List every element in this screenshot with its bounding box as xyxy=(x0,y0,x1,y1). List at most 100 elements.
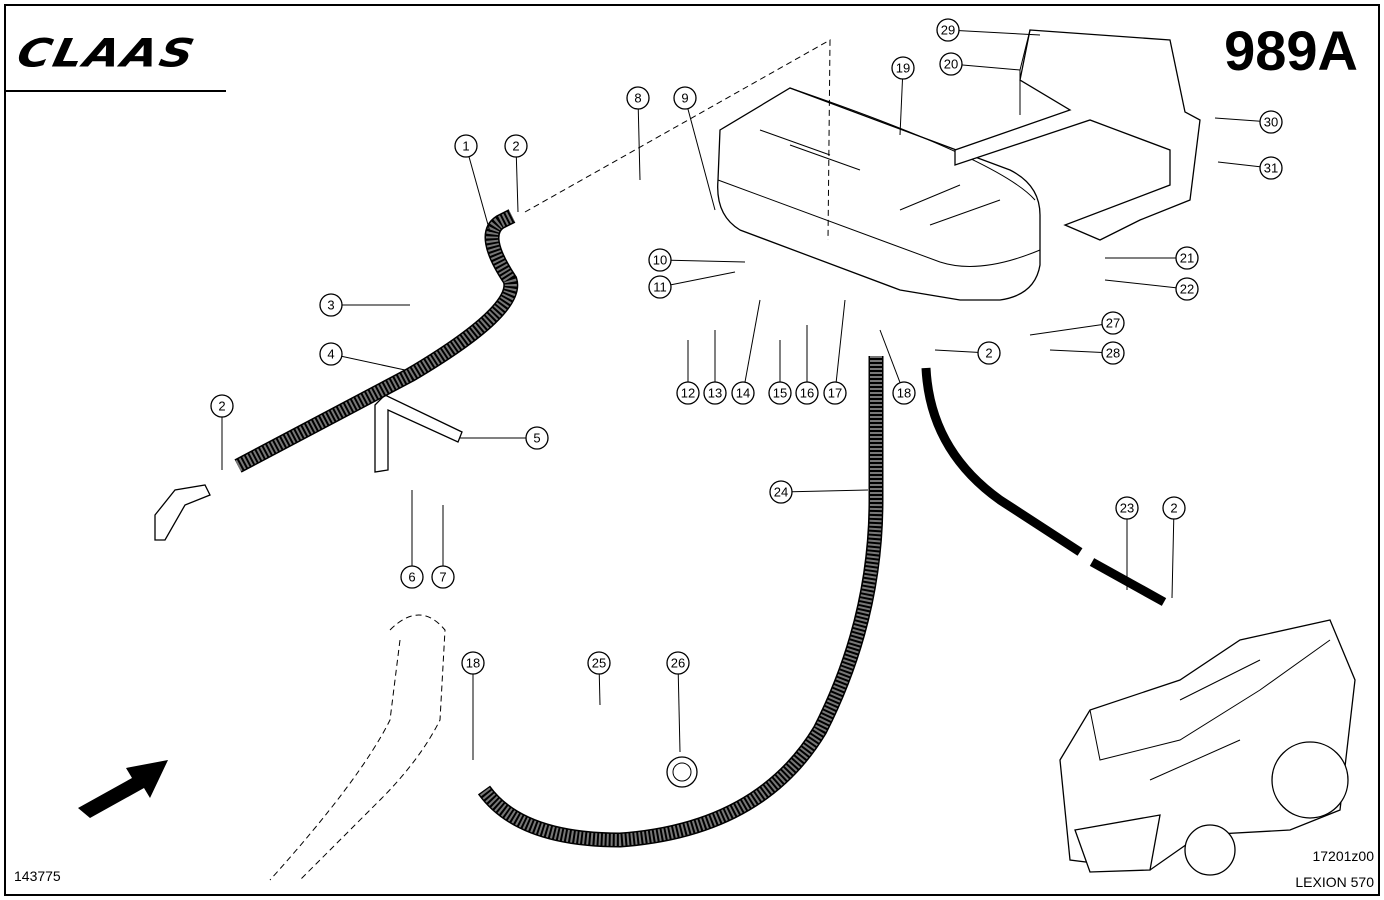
callout-circle xyxy=(319,342,343,366)
leader-line xyxy=(780,489,869,493)
callout-circle xyxy=(891,56,915,80)
callout-label: 12 xyxy=(681,386,695,401)
callout-14: 14 xyxy=(731,299,761,405)
leader-line xyxy=(637,97,641,181)
callout-circle xyxy=(504,134,528,158)
callout-label: 9 xyxy=(681,91,688,106)
leader-line xyxy=(1171,507,1175,599)
callout-6: 6 xyxy=(400,490,424,589)
mounting-bracket xyxy=(954,29,1201,241)
callout-label: 15 xyxy=(773,386,787,401)
callout-label: 26 xyxy=(671,656,685,671)
drawing-frame xyxy=(4,4,1380,896)
hose-1 xyxy=(234,209,519,473)
callout-circle xyxy=(319,293,343,317)
leader-line-dashed xyxy=(524,39,831,241)
callout-label: 3 xyxy=(327,298,334,313)
callout-label: 28 xyxy=(1106,346,1120,361)
callout-label: 14 xyxy=(736,386,750,401)
leader-line xyxy=(834,299,846,394)
callout-label: 30 xyxy=(1264,115,1278,130)
callout-2: 2 xyxy=(1162,496,1186,599)
callout-24: 24 xyxy=(769,480,869,504)
callout-label: 2 xyxy=(512,139,519,154)
callout-circle xyxy=(1175,277,1199,301)
callout-circle xyxy=(1101,341,1125,365)
callout-circle xyxy=(769,480,793,504)
machine-model: LEXION 570 xyxy=(1295,874,1374,890)
callout-circle xyxy=(823,381,847,405)
callout-30: 30 xyxy=(1214,110,1283,134)
callout-label: 21 xyxy=(1180,251,1194,266)
callout-circle xyxy=(626,86,650,110)
leader-line xyxy=(330,353,406,371)
callout-label: 20 xyxy=(944,57,958,72)
callout-circle xyxy=(1101,311,1125,335)
callout-circle xyxy=(676,381,700,405)
callout-7: 7 xyxy=(431,505,455,589)
callout-16: 16 xyxy=(795,325,819,405)
callout-9: 9 xyxy=(673,86,716,211)
logo-divider xyxy=(4,90,226,92)
callout-label: 2 xyxy=(985,346,992,361)
callout-circle xyxy=(892,381,916,405)
callout-label: 19 xyxy=(896,61,910,76)
leader-line xyxy=(659,259,746,263)
callout-17: 17 xyxy=(823,299,847,405)
callout-circle xyxy=(768,381,792,405)
callout-26: 26 xyxy=(666,651,690,753)
leader-line xyxy=(1104,279,1188,290)
callout-circle xyxy=(1115,496,1139,520)
bracket-5 xyxy=(374,394,463,473)
callout-label: 17 xyxy=(828,386,842,401)
sensor-fitting xyxy=(154,484,211,541)
callout-label: 11 xyxy=(653,280,667,295)
callout-circle xyxy=(1259,156,1283,180)
callout-19: 19 xyxy=(891,56,915,136)
callout-circle xyxy=(525,426,549,450)
callout-20: 20 xyxy=(939,52,1021,76)
clamp-26 xyxy=(666,756,698,788)
callout-15: 15 xyxy=(768,340,792,405)
callout-label: 2 xyxy=(1170,501,1177,516)
callout-8: 8 xyxy=(626,86,650,181)
expansion-tank xyxy=(717,87,1041,301)
callout-circle xyxy=(210,394,234,418)
callout-18: 18 xyxy=(879,329,916,405)
callout-label: 6 xyxy=(408,570,415,585)
callout-10: 10 xyxy=(648,248,746,272)
callout-4: 4 xyxy=(319,342,406,371)
callout-11: 11 xyxy=(648,271,736,299)
drawing-reference: 17201z00 xyxy=(1312,848,1374,864)
callout-13: 13 xyxy=(703,330,727,405)
callout-circle xyxy=(703,381,727,405)
callout-circle xyxy=(977,341,1001,365)
callout-28: 28 xyxy=(1049,341,1125,365)
callout-29: 29 xyxy=(936,18,1041,42)
callout-2: 2 xyxy=(210,394,234,470)
callout-27: 27 xyxy=(1029,311,1125,336)
callout-label: 7 xyxy=(439,570,446,585)
callout-label: 10 xyxy=(653,253,667,268)
callout-2: 2 xyxy=(504,134,528,213)
callout-label: 22 xyxy=(1180,282,1194,297)
callout-circle xyxy=(673,86,697,110)
callout-circle xyxy=(400,565,424,589)
callout-23: 23 xyxy=(1115,496,1139,590)
leader-line xyxy=(742,299,761,394)
page-number: 989A xyxy=(1224,19,1358,82)
callout-circle xyxy=(795,381,819,405)
leader-line xyxy=(684,97,716,211)
callout-5: 5 xyxy=(460,426,549,450)
callout-2: 2 xyxy=(934,341,1001,365)
callout-circle xyxy=(1162,496,1186,520)
callout-25: 25 xyxy=(587,651,611,706)
callout-label: 18 xyxy=(466,656,480,671)
callout-label: 2 xyxy=(218,399,225,414)
callout-circle xyxy=(731,381,755,405)
callout-circle xyxy=(1175,246,1199,270)
callout-circle xyxy=(461,651,485,675)
callout-21: 21 xyxy=(1105,246,1199,270)
leader-line xyxy=(465,145,491,233)
